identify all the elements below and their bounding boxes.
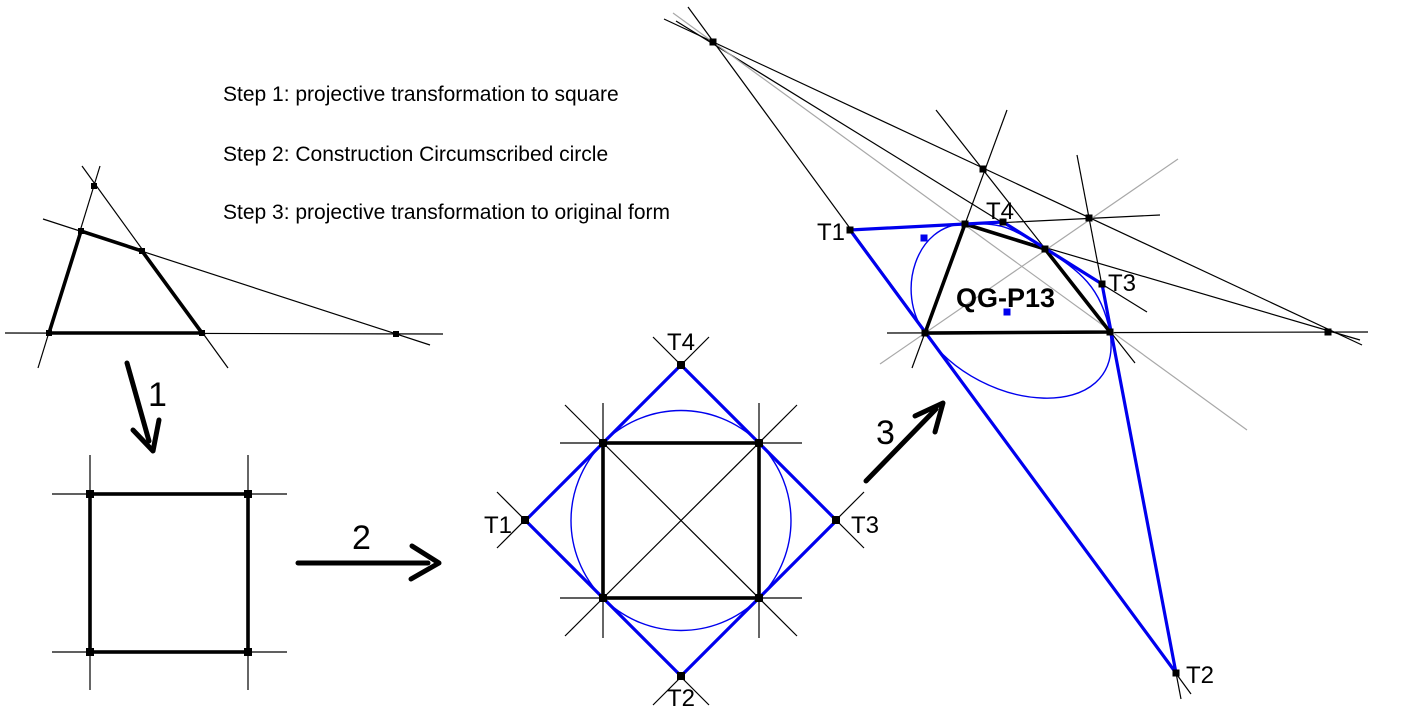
left-figure-points	[46, 183, 399, 337]
t2-point	[1172, 669, 1180, 677]
t1-point	[846, 226, 854, 234]
vertex-point	[78, 228, 84, 234]
right-figure-points	[709, 38, 1332, 677]
corner-point	[244, 648, 252, 656]
vanishing-point	[979, 165, 987, 173]
gray-diagonal-2	[879, 158, 1179, 365]
square-figure	[52, 455, 287, 690]
middle-t2-label: T2	[667, 685, 695, 712]
arrow2-label: 2	[352, 519, 371, 557]
t1-point	[521, 516, 529, 524]
arrow2-head	[408, 543, 442, 582]
vanishing-point	[1324, 328, 1332, 336]
tangency-point	[921, 329, 929, 337]
right-t2-label: T2	[1186, 662, 1214, 689]
middle-t4-label: T4	[667, 329, 695, 356]
inner-square-edges	[601, 441, 761, 600]
arrow1-label: 1	[148, 376, 167, 414]
qg-p13-point	[1003, 308, 1011, 316]
arrow3-label: 3	[876, 414, 895, 452]
blue-marked-point	[920, 234, 928, 242]
intersection-point	[393, 331, 399, 337]
vanishing-point-apex	[709, 38, 717, 46]
arrow-step2: 2	[295, 519, 442, 582]
step2-text: Step 2: Construction Circumscribed circl…	[223, 143, 608, 166]
middle-t3-label: T3	[851, 512, 879, 539]
corner-point	[86, 490, 94, 498]
corner-point	[244, 490, 252, 498]
vertex-point	[46, 330, 52, 336]
intersection-point	[91, 183, 97, 189]
t4-point	[677, 361, 685, 369]
tangency-point	[1106, 328, 1114, 336]
step-description-text: Step 1: projective transformation to squ…	[223, 83, 670, 224]
vanishing-line	[663, 18, 1363, 346]
vertex-point	[199, 330, 205, 336]
arrow1-head	[130, 417, 162, 454]
tangency-point	[1041, 245, 1049, 253]
circumscribed-circle	[570, 409, 792, 632]
qg-p13-label: QG-P13	[956, 283, 1055, 313]
tangency-point	[961, 220, 969, 228]
arrow3-shaft	[863, 406, 939, 484]
right-t1-label: T1	[817, 219, 845, 246]
t2-point	[677, 672, 685, 680]
transformed-quadrilateral	[922, 221, 1114, 335]
right-t3-label: T3	[1108, 270, 1136, 297]
arrow-step1: 1	[124, 360, 167, 454]
gray-diagonal-1	[672, 12, 1248, 431]
square-edges	[88, 492, 250, 654]
step3-text: Step 3: projective transformation to ori…	[223, 201, 670, 224]
square-corner-points	[86, 490, 252, 656]
arrow3-head	[912, 400, 946, 435]
corner-point	[86, 648, 94, 656]
t3-point	[832, 516, 840, 524]
left-quadrilateral-figure	[4, 165, 444, 369]
t3-point	[1098, 280, 1106, 288]
right-t4-label: T4	[986, 198, 1014, 225]
middle-figure-points	[521, 361, 840, 680]
quadrilateral-edges	[46, 228, 206, 335]
arrow1-shaft	[124, 360, 152, 444]
t4-point	[999, 218, 1007, 226]
step1-text: Step 1: projective transformation to squ…	[223, 83, 619, 106]
vanishing-point	[1085, 214, 1093, 222]
vertex-point	[139, 248, 145, 254]
middle-t1-label: T1	[484, 512, 512, 539]
arrow-step3: 3	[863, 400, 946, 484]
middle-square-circle-figure: T4 T1 T3 T2	[484, 329, 879, 712]
right-transformed-figure: T1 T4 T3 T2 QG-P13	[663, 6, 1369, 700]
